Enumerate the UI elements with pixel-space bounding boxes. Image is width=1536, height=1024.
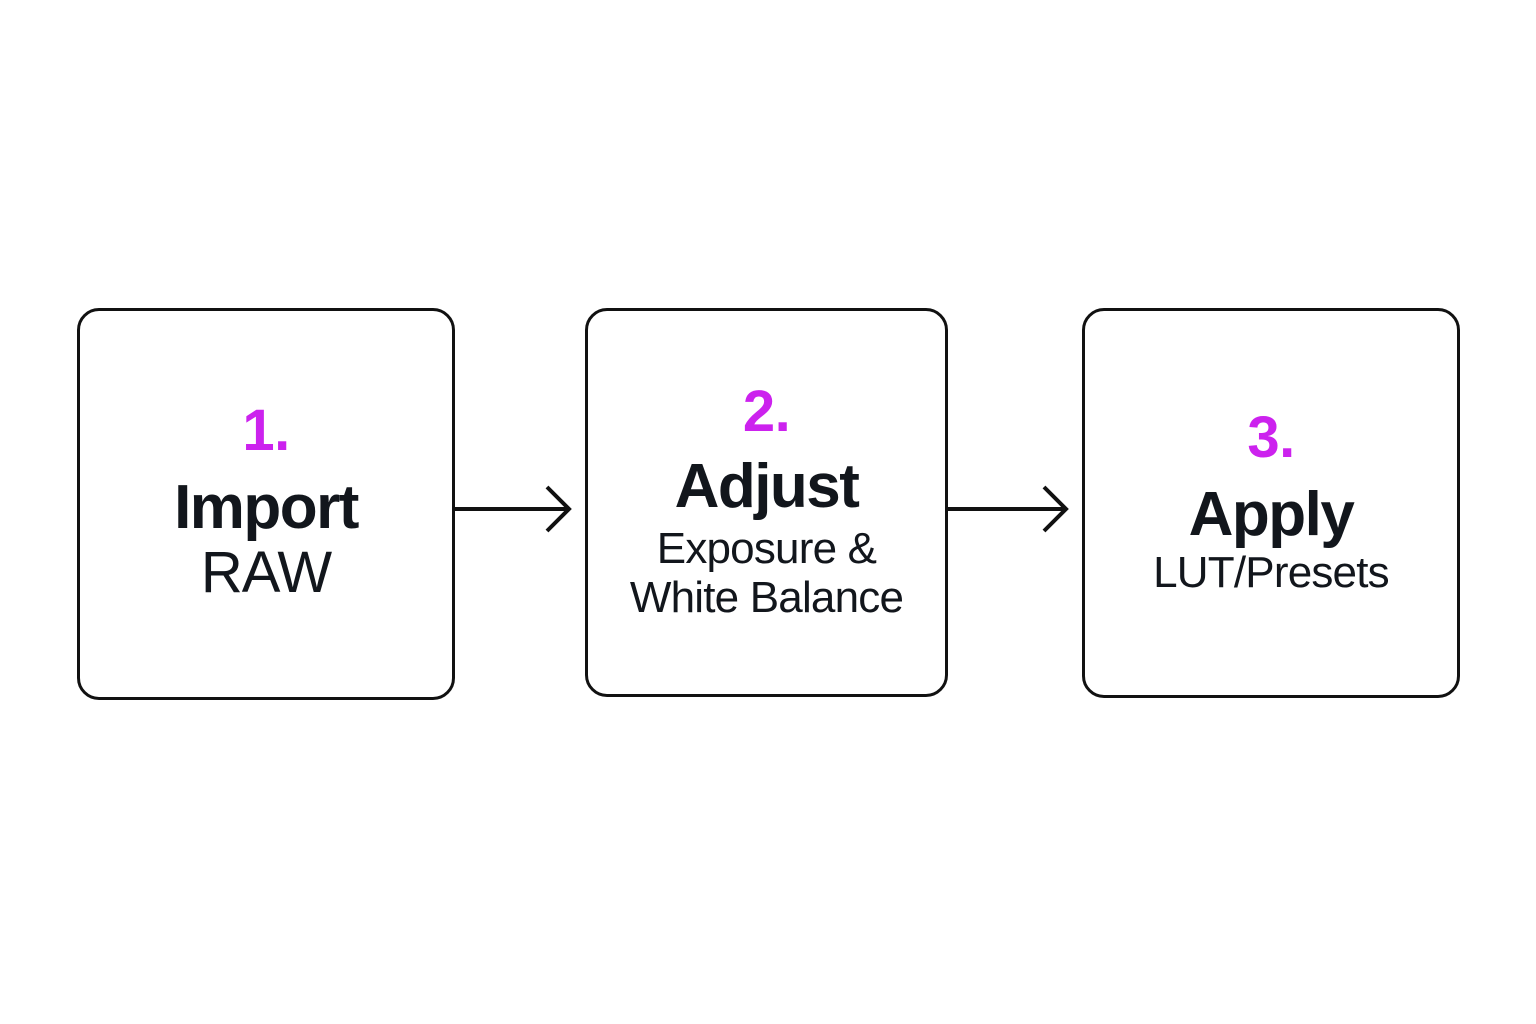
arrow-right-icon — [455, 485, 572, 533]
step-number-1: 1. — [242, 397, 290, 463]
step-subtitle-3: LUT/Presets — [1153, 547, 1390, 597]
arrow-right-icon — [948, 485, 1069, 533]
step-subtitle-1: RAW — [200, 540, 332, 606]
step-number-2: 2. — [742, 378, 791, 444]
process-flow-row: 1. Import RAW 2. Adjust Exposure & White… — [0, 308, 1536, 700]
step-box-2[interactable]: 2. Adjust Exposure & White Balance — [585, 308, 948, 697]
step-subtitle-2-line-2: White Balance — [629, 573, 904, 623]
step-title-2: Adjust — [674, 451, 860, 521]
step-title-3: Apply — [1188, 479, 1355, 549]
step-box-3[interactable]: 3. Apply LUT/Presets — [1082, 308, 1460, 698]
arrow-connector-1 — [455, 485, 585, 533]
arrow-connector-2 — [948, 485, 1082, 533]
step-title-1: Import — [174, 472, 359, 542]
step-subtitle-2: Exposure & White Balance — [629, 523, 904, 623]
step-subtitle-2-line-1: Exposure & — [656, 523, 877, 573]
step-box-1[interactable]: 1. Import RAW — [77, 308, 455, 700]
step-number-3: 3. — [1247, 404, 1295, 470]
